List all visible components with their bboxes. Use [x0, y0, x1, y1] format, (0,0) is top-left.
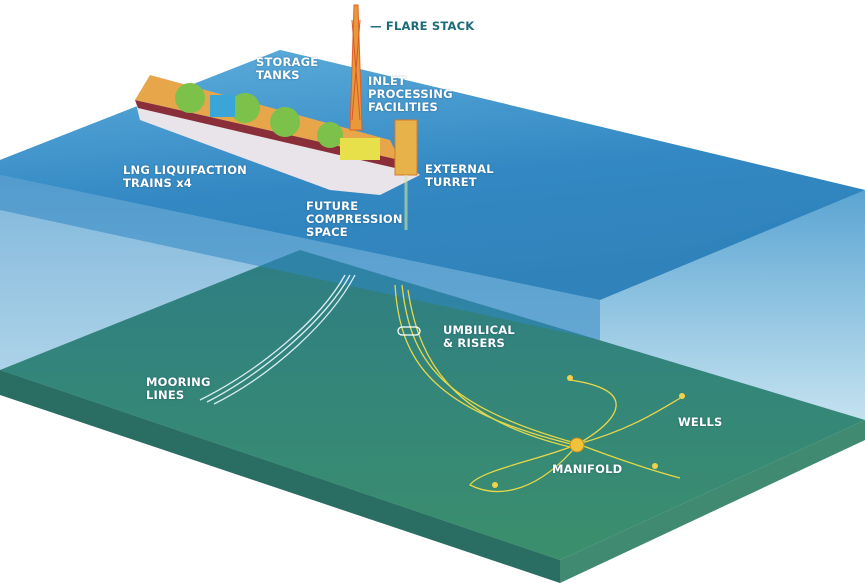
seabed-edge-right [560, 420, 865, 583]
seabed-edge [0, 370, 560, 583]
label-wells: WELLS [678, 415, 723, 429]
well-markers [492, 375, 685, 488]
manifold-marker [569, 437, 585, 453]
flng-vessel [135, 75, 420, 195]
label-flare-stack: — FLARE STACK [370, 19, 475, 33]
label-umbilical-risers: UMBILICAL& RISERS [443, 323, 515, 350]
umbilicals-risers [394, 284, 683, 493]
external-turret [394, 119, 418, 230]
seabed [0, 250, 865, 560]
sea-surface-lower [0, 175, 600, 340]
mooring-lines [199, 274, 356, 405]
flare-stack [349, 4, 363, 131]
label-manifold: MANIFOLD [552, 462, 623, 476]
